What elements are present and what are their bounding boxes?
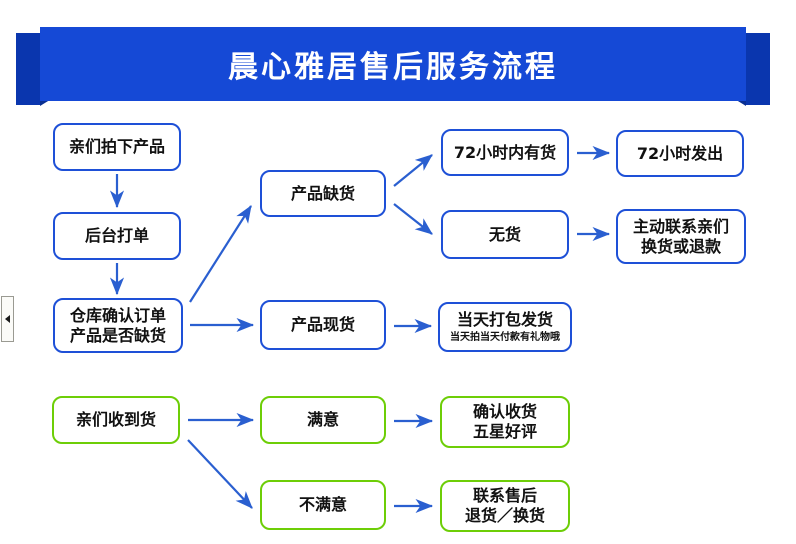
flow-node-label: 72小时发出 (636, 143, 724, 163)
flow-node-n10: 当天打包发货当天拍当天付款有礼物哦 (438, 302, 572, 352)
flow-node-n5: 产品现货 (260, 300, 386, 350)
flow-node-label: 主动联系亲们 (632, 216, 729, 236)
flow-node-n6: 72小时内有货 (441, 129, 569, 176)
flow-node-n9: 主动联系亲们换货或退款 (616, 209, 746, 264)
triangle-left-icon (5, 315, 10, 323)
flow-node-label: 后台打单 (84, 226, 149, 245)
flow-node-n2: 后台打单 (53, 212, 181, 260)
flow-node-n1: 亲们拍下产品 (53, 123, 181, 171)
panel-collapse-handle[interactable] (1, 296, 14, 342)
flow-node-n12: 满意 (260, 396, 386, 444)
flow-node-label: 产品现货 (290, 315, 355, 334)
page-title: 晨心雅居售后服务流程 (228, 50, 558, 85)
banner-flap-left (16, 33, 40, 105)
flow-node-n11: 亲们收到货 (52, 396, 180, 444)
flow-node-label: 72小时内有货 (453, 142, 557, 162)
flow-node-n7: 无货 (441, 210, 569, 259)
flow-node-n13: 不满意 (260, 480, 386, 530)
flow-node-label: 产品是否缺货 (69, 325, 166, 345)
flow-node-n14: 确认收货五星好评 (440, 396, 570, 448)
flow-node-n3: 仓库确认订单产品是否缺货 (53, 298, 183, 353)
flow-node-label: 无货 (488, 224, 521, 244)
flow-node-label: 五星好评 (472, 422, 537, 441)
flow-node-label: 亲们收到货 (75, 410, 156, 429)
flow-node-label: 当天打包发货 (456, 310, 553, 329)
banner-body: 晨心雅居售后服务流程 (40, 27, 746, 101)
flow-node-n15: 联系售后退货／换货 (440, 480, 570, 532)
banner-notch-left (40, 98, 53, 106)
flow-node-label: 确认收货 (472, 402, 537, 421)
flow-node-label: 仓库确认订单 (69, 305, 166, 325)
banner: 晨心雅居售后服务流程 (0, 0, 796, 118)
flow-node-subtitle: 当天拍当天付款有礼物哦 (450, 332, 560, 343)
flow-node-label: 不满意 (298, 495, 347, 514)
flow-node-label: 联系售后 (472, 486, 537, 505)
flow-node-label: 亲们拍下产品 (68, 137, 165, 156)
flow-node-label: 产品缺货 (290, 183, 355, 203)
flow-node-label: 满意 (306, 410, 339, 429)
flow-node-n4: 产品缺货 (260, 170, 386, 217)
banner-flap-right (746, 33, 770, 105)
banner-notch-right (733, 98, 746, 106)
flow-node-label: 退货／换货 (464, 506, 545, 525)
flow-node-n8: 72小时发出 (616, 130, 744, 177)
flow-node-label: 换货或退款 (640, 236, 721, 256)
